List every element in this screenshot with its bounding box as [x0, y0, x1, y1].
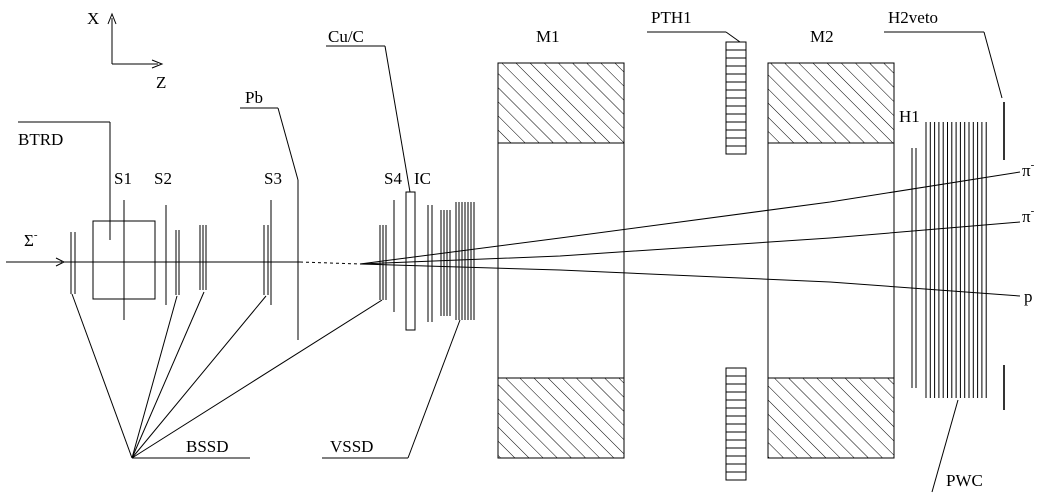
- pth1-counter: [647, 31, 747, 481]
- label-pwc: PWC: [946, 471, 983, 490]
- label-h1: H1: [899, 107, 920, 126]
- h2veto-counter: [884, 31, 1005, 410]
- beam-axis-dashed: [299, 261, 361, 265]
- label-s1: S1: [114, 169, 132, 188]
- vssd-leader: [322, 319, 461, 459]
- vssd-stack: [427, 202, 475, 322]
- label-s2: S2: [154, 169, 172, 188]
- label-vssd: VSSD: [330, 437, 373, 456]
- axis-x-label: X: [87, 9, 99, 28]
- track-pi1: [359, 171, 1021, 265]
- label-btrd: BTRD: [18, 130, 63, 149]
- cuc-target: [326, 45, 416, 331]
- label-track-p: p: [1024, 287, 1033, 306]
- label-ic: IC: [414, 169, 431, 188]
- particle-tracks: [359, 171, 1021, 297]
- s4-detectors: [379, 200, 395, 312]
- axis-z-label: Z: [156, 73, 166, 92]
- label-h2veto: H2veto: [888, 8, 938, 27]
- label-track-pi2: π-: [1022, 205, 1035, 226]
- bssd-leaders: [71, 291, 383, 459]
- beam: Σ-: [6, 229, 66, 267]
- label-cuc: Cu/C: [328, 27, 364, 46]
- btrd-detector: [18, 121, 156, 320]
- pb-target: [240, 107, 299, 340]
- label-pth1: PTH1: [651, 8, 692, 27]
- s2-detectors: [165, 205, 207, 305]
- axes-indicator: X Z: [87, 9, 166, 92]
- label-bssd: BSSD: [186, 437, 229, 456]
- s3-detectors: [263, 200, 272, 305]
- track-pi2: [359, 221, 1021, 265]
- pwc-planes: [911, 122, 987, 493]
- label-pb: Pb: [245, 88, 263, 107]
- magnet-m1: [497, 62, 625, 459]
- label-s3: S3: [264, 169, 282, 188]
- label-m2: M2: [810, 27, 834, 46]
- beam-label: Σ-: [24, 229, 38, 250]
- label-m1: M1: [536, 27, 560, 46]
- label-track-pi1: π-: [1022, 159, 1035, 180]
- track-p: [359, 263, 1021, 297]
- label-s4: S4: [384, 169, 402, 188]
- magnet-m2: [767, 62, 895, 459]
